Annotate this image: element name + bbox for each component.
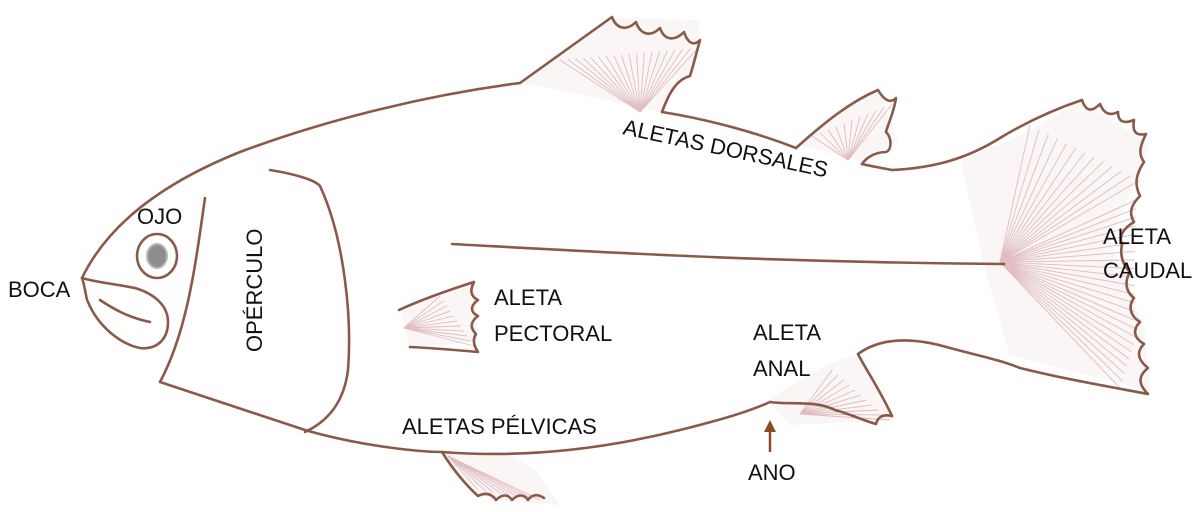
label-aleta-caudal-line2: CAUDAL [1103, 258, 1192, 283]
label-aleta-anal-line1: ALETA [753, 320, 821, 345]
lateral-line [452, 244, 1004, 264]
label-aleta-anal-line2: ANAL [753, 356, 810, 381]
pectoral-fin [399, 282, 478, 352]
label-aletas-pelvicas: ALETAS PÉLVICAS [402, 414, 597, 439]
label-aleta-pectoral-line2: PECTORAL [494, 321, 612, 346]
label-ojo: OJO [137, 204, 182, 229]
label-operculo: OPÉRCULO [242, 229, 267, 352]
label-ano: ANO [748, 460, 796, 485]
eye [137, 234, 177, 278]
first-dorsal-fin [520, 17, 700, 112]
label-aleta-caudal-line1: ALETA [1103, 224, 1171, 249]
pelvic-fin [440, 452, 560, 505]
anus-arrow [764, 420, 776, 452]
label-boca: BOCA [8, 277, 71, 302]
label-aleta-pectoral-line1: ALETA [494, 285, 562, 310]
mouth [82, 278, 168, 348]
